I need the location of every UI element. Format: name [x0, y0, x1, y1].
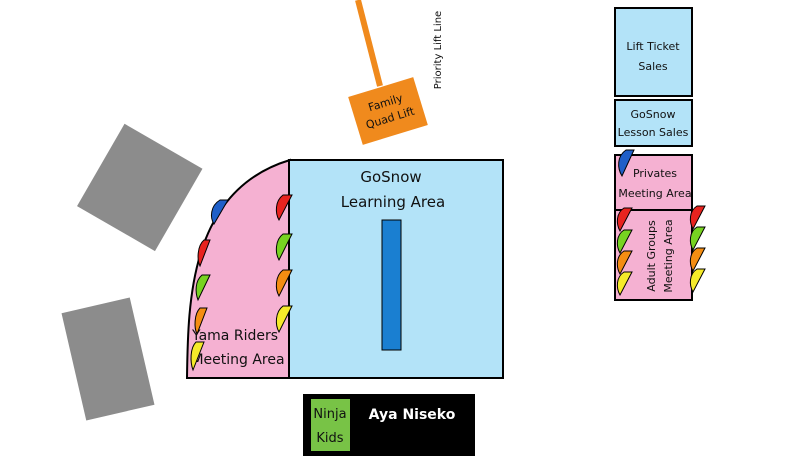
flag-icon — [197, 239, 211, 268]
flag-icon — [616, 250, 633, 276]
flag-icon — [616, 207, 633, 233]
privates-label-2: Meeting Area — [618, 187, 691, 200]
ninja-kids-label-1: Ninja — [313, 407, 346, 422]
yama-riders-label-2: Meeting Area — [191, 352, 284, 368]
flag-icon — [275, 269, 293, 298]
flag-icon — [275, 233, 293, 262]
lift-ticket-label-1: Lift Ticket — [626, 40, 680, 53]
lift-ticket-label-2: Sales — [638, 60, 668, 73]
adult-groups-label-2: Meeting Area — [662, 219, 675, 292]
lesson-sales-label-1: GoSnow — [631, 108, 676, 121]
privates-label-1: Privates — [633, 167, 677, 180]
learning-area-label-2: Learning Area — [341, 193, 445, 211]
flag-icon — [194, 307, 208, 336]
learning-area-label-1: GoSnow — [360, 168, 421, 186]
yama-riders-label-1: Yama Riders — [191, 328, 278, 344]
flag-icon — [618, 149, 635, 178]
lesson-sales-label-2: Lesson Sales — [618, 126, 689, 139]
ninja-kids-area[interactable] — [311, 399, 350, 451]
flag-icon — [616, 271, 633, 297]
gosnow-lesson-sales[interactable] — [614, 99, 693, 147]
adult-groups-label-1: Adult Groups — [645, 220, 658, 292]
yama-riders-meeting-area[interactable] — [185, 158, 291, 379]
flag-icon — [689, 247, 706, 273]
flag-icon — [616, 229, 633, 255]
flag-icon — [211, 199, 229, 225]
flag-icon — [190, 341, 205, 372]
aya-niseko-label: Aya Niseko — [369, 407, 456, 423]
building-grey-bottom — [61, 297, 155, 421]
lift-cable — [355, 0, 383, 87]
learning-area-conveyor — [381, 219, 402, 351]
ninja-kids-label-2: Kids — [316, 431, 343, 446]
flag-icon — [689, 226, 706, 252]
priority-lift-line-label: Priority Lift Line — [433, 11, 444, 89]
flag-icon — [275, 305, 293, 334]
building-grey-top — [77, 123, 203, 252]
family-quad-lift[interactable] — [348, 77, 428, 145]
flag-icon — [195, 274, 211, 302]
lift-ticket-sales[interactable] — [614, 7, 693, 97]
flag-icon — [275, 194, 293, 222]
flag-icon — [689, 205, 706, 231]
flag-icon — [689, 268, 706, 294]
